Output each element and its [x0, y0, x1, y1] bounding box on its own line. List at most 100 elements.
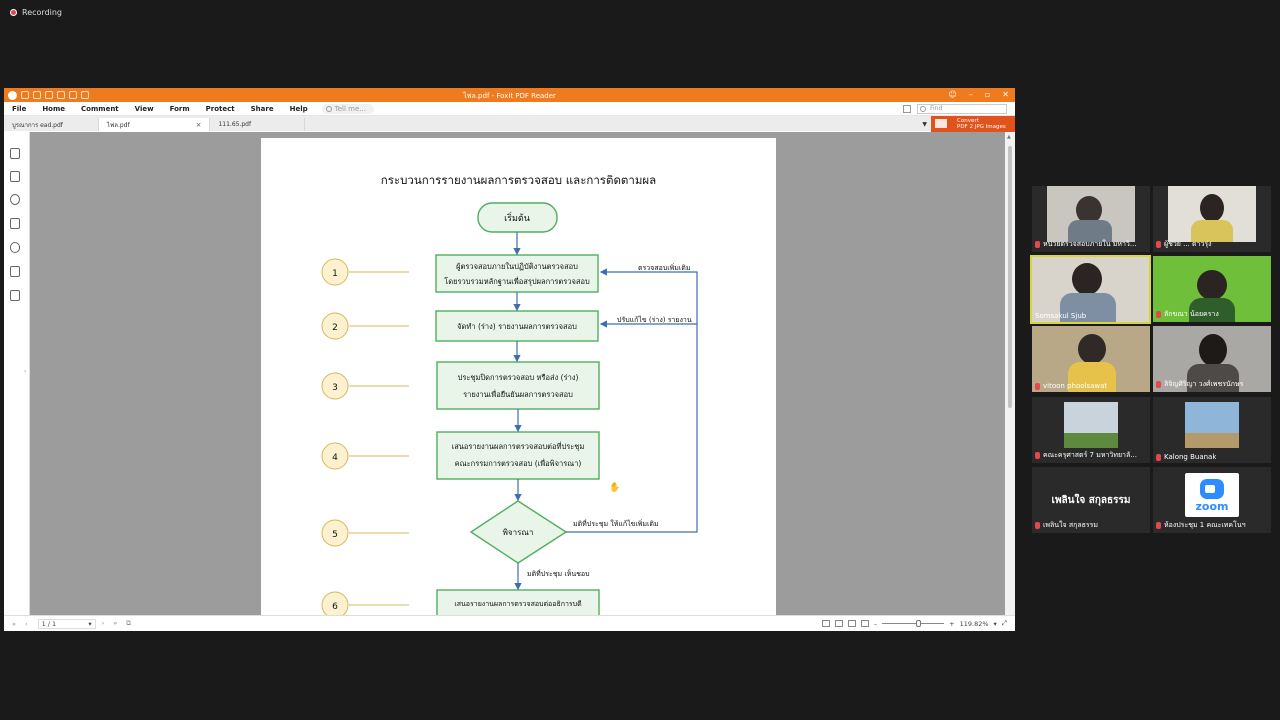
lightbulb-icon [325, 105, 332, 112]
recording-label: Recording [22, 8, 63, 17]
continuous-page-icon[interactable] [834, 620, 843, 627]
fit-page-icon[interactable] [860, 620, 869, 627]
tell-me-box[interactable]: Tell me... [321, 103, 374, 114]
minimize-button[interactable]: – [968, 90, 973, 99]
step-number-circle-2 [321, 312, 349, 340]
menu-form[interactable]: Form [169, 104, 190, 113]
layers-icon[interactable] [10, 218, 20, 229]
title-bar: ไฟล.pdf - Foxit PDF Reader ☺ – ▫ ✕ [4, 88, 1015, 102]
pages-icon[interactable] [10, 171, 20, 182]
mic-muted-icon [1156, 453, 1161, 461]
menu-file[interactable]: File [12, 104, 27, 113]
undo-icon[interactable] [57, 91, 65, 99]
find-placeholder: Find [930, 105, 943, 112]
participant-name: หน่วยตรวจสอบภายใน มหาวิ... [1035, 239, 1137, 250]
open-icon[interactable] [21, 91, 29, 99]
chevron-right-icon[interactable]: › [24, 368, 27, 375]
participant-head [1072, 263, 1102, 295]
chevron-down-icon[interactable]: ▼ [922, 121, 927, 128]
zoom-slider[interactable] [882, 620, 945, 627]
convert-ad-button[interactable]: Convert PDF 2 JPG Images [931, 116, 1015, 132]
hand-tool-icon[interactable] [81, 91, 89, 99]
menu-bar: File Home Comment View Form Protect Shar… [4, 102, 1015, 116]
next-page-icon[interactable]: › [101, 619, 105, 627]
step-box-4 [436, 431, 600, 480]
step-number-circle-4 [321, 442, 349, 470]
menu-protect[interactable]: Protect [205, 104, 235, 113]
tab-document-1[interactable]: บูรณาการ ead.pdf [4, 118, 99, 131]
participant-tile-6[interactable]: ลิจิญศิริญา วงศ์เพชรนักษร [1153, 326, 1271, 392]
tab-close-icon[interactable]: × [195, 120, 202, 129]
left-panel: › [4, 132, 30, 615]
participant-tile-1[interactable]: หน่วยตรวจสอบภายใน มหาวิ... [1032, 186, 1150, 252]
participant-tile-3-active-speaker[interactable]: Somsakul Sjub [1030, 255, 1151, 324]
mic-muted-icon [1035, 522, 1040, 529]
step-number-4: 4 [332, 453, 338, 463]
zoom-logo-text: zoom [1195, 500, 1229, 513]
ground [1185, 433, 1239, 448]
step-number-2: 2 [332, 323, 338, 333]
fullscreen-icon[interactable]: ⤢ [1001, 619, 1007, 627]
image-icon [935, 119, 947, 128]
recording-indicator: Recording [10, 8, 62, 17]
copy-page-icon[interactable]: ⧉ [126, 619, 131, 627]
page-number-input[interactable]: 1 / 1 ▾ [37, 618, 96, 629]
step-number-1: 1 [332, 269, 338, 279]
attachment-icon[interactable] [10, 242, 20, 253]
chevron-down-icon[interactable]: ▾ [993, 619, 997, 628]
maximize-button[interactable]: ▫ [984, 90, 991, 99]
participant-tile-4[interactable]: ลักขณา น้อยคราง [1153, 256, 1271, 322]
step-2-line-1: จัดทำ (ร่าง) รายงานผลการตรวจสอบ [457, 322, 577, 331]
save-icon[interactable] [33, 91, 41, 99]
lock-icon[interactable] [10, 266, 20, 277]
prev-page-icon[interactable]: ‹ [24, 619, 28, 628]
layout-icon[interactable] [903, 105, 911, 113]
redo-icon[interactable] [69, 91, 77, 99]
zoom-in-icon[interactable]: + [949, 619, 955, 628]
menu-help[interactable]: Help [289, 104, 308, 113]
tab-document-2[interactable]: ไฟล.pdf × [99, 118, 211, 131]
menu-comment[interactable]: Comment [81, 104, 119, 113]
participant-tile-7[interactable]: คณะครุศาสตร์ 7 มหาวิทยาลั... [1032, 397, 1150, 463]
last-page-icon[interactable]: » [113, 619, 118, 627]
step-number-circle-1 [321, 258, 349, 286]
decision-label: พิจารณา [503, 528, 534, 537]
single-page-icon[interactable] [821, 620, 830, 627]
step-number-5: 5 [332, 530, 338, 540]
scroll-up-icon[interactable]: ▲ [1007, 134, 1011, 140]
close-button[interactable]: ✕ [1002, 90, 1009, 99]
step-number-circle-5 [321, 519, 349, 547]
participant-tile-2[interactable]: ผู้ช่วย ... ดาวรุ่ง [1153, 186, 1271, 252]
bookmark-icon[interactable] [10, 148, 20, 159]
menu-view[interactable]: View [134, 104, 154, 113]
participant-tile-5[interactable]: vitoon phoolsawat [1032, 326, 1150, 392]
step-3-line-1: ประชุมปิดการตรวจสอบ หรือส่ง (ร่าง) [458, 373, 579, 382]
hand-cursor-icon: ✋ [609, 481, 620, 493]
menu-share[interactable]: Share [250, 104, 274, 113]
menu-home[interactable]: Home [42, 104, 66, 113]
tell-me-label: Tell me... [334, 104, 366, 113]
zoom-out-icon[interactable]: – [873, 619, 878, 628]
document-area: › กระบวนการรายงานผลการตรวจสอบ และการติดต… [4, 132, 1015, 618]
label-resolution-fix: มติที่ประชุม ให้แก้ไขเพิ่มเติม [573, 519, 659, 528]
facing-page-icon[interactable] [847, 620, 856, 627]
participant-tile-9[interactable]: เพลินใจ สกุลธรรม เพลินใจ สกุลธรรม [1032, 467, 1150, 533]
tab-document-3[interactable]: 111.65.pdf [210, 118, 306, 131]
print-icon[interactable] [45, 91, 53, 99]
scrollbar-thumb[interactable] [1008, 146, 1012, 408]
search-icon [920, 106, 926, 112]
comment-icon[interactable] [10, 194, 20, 205]
participant-head [1076, 196, 1102, 224]
signature-icon[interactable] [10, 290, 20, 301]
participant-tile-10[interactable]: zoom ห้องประชุม 1 คณะเทคโนฯ [1153, 467, 1271, 533]
zoom-level[interactable]: 119.82% [959, 619, 989, 628]
vertical-scrollbar[interactable]: ▲ [1005, 132, 1015, 615]
first-page-icon[interactable]: « [12, 619, 16, 628]
zoom-slider-knob[interactable] [916, 620, 922, 627]
step-box-2 [435, 310, 599, 342]
participant-body [1191, 220, 1233, 242]
account-icon[interactable]: ☺ [948, 90, 957, 99]
participant-body [1187, 364, 1239, 392]
find-input[interactable]: Find [917, 104, 1007, 114]
participant-tile-8[interactable]: Kalong Buanak [1153, 397, 1271, 463]
